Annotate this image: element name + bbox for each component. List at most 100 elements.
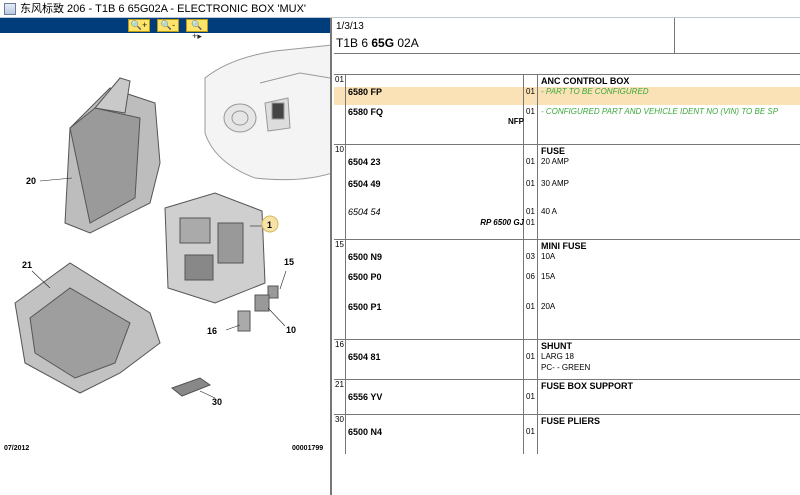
part-number[interactable]: 6504 49 (348, 179, 381, 189)
callout-16[interactable]: 16 (207, 326, 217, 336)
part-number[interactable]: 6500 N4 (348, 427, 383, 437)
parts-header: 1/3/13 T1B 6 65G 02A (334, 18, 800, 54)
part-number[interactable]: 6504 81 (348, 352, 381, 362)
part-number[interactable]: 6580 FQ (348, 107, 384, 117)
parts-diagram[interactable]: 20 1 21 15 16 10 30 07/2012 00001799 (0, 33, 330, 495)
shunt-16 (237, 310, 251, 332)
catalog-ref: T1B 6 65G 02A (336, 36, 419, 50)
part-number[interactable]: 6580 FP (348, 87, 383, 97)
col-qty (525, 75, 538, 144)
part-number[interactable]: 6500 N9 (348, 252, 383, 262)
part-quantity: 01 (526, 352, 535, 361)
title-bar: 东风标致 206 - T1B 6 65G02A - ELECTRONIC BOX… (0, 0, 800, 18)
group-title: MINI FUSE (541, 241, 587, 251)
diagram-toolbar: 🔍+ 🔍- 🔍+▸ (0, 18, 330, 41)
col-part (347, 75, 524, 144)
part-description: 30 AMP (541, 179, 570, 188)
col-qty (525, 145, 538, 239)
col-qty (525, 340, 538, 379)
part-number[interactable]: 6500 P0 (348, 272, 382, 282)
part-description: 20A (541, 302, 556, 311)
callout-15[interactable]: 15 (284, 257, 294, 267)
part-description: LARG 18 (541, 352, 574, 361)
callout-21[interactable]: 21 (22, 260, 32, 270)
group-title: ANC CONTROL BOX (541, 76, 630, 86)
zoom-out-button[interactable]: 🔍- (157, 19, 179, 32)
fuse-bracket-20 (64, 77, 161, 234)
part-description: - PART TO BE CONFIGURED (541, 87, 649, 96)
part-description: 40 A (541, 207, 558, 216)
header-separator (674, 18, 675, 54)
part-quantity: 01 (526, 427, 535, 436)
part-group-10: 10 FUSE 6504 23 01 20 AMP 6504 49 01 30 AMP 6504… (334, 144, 800, 239)
group-title: FUSE BOX SUPPORT (541, 381, 634, 391)
callout-10[interactable]: 10 (286, 325, 296, 335)
col-qty (525, 380, 538, 414)
app-icon (4, 3, 16, 15)
col-part (347, 240, 524, 339)
part-quantity: 01 (526, 392, 535, 401)
substitute-ref: NFP (508, 117, 524, 126)
col-desc (539, 145, 800, 239)
part-group-15: 15 MINI FUSE 6500 N9 03 10A 6500 P0 06 15A 6500 … (334, 239, 800, 339)
zoom-in-button[interactable]: 🔍+ (128, 19, 150, 32)
fuse-10 (254, 294, 270, 312)
group-number: 30 (334, 415, 346, 454)
part-number[interactable]: 6504 23 (348, 157, 381, 167)
col-desc (539, 240, 800, 339)
part-quantity: 01 (526, 87, 535, 96)
part-quantity: 01 (526, 179, 535, 188)
col-qty (525, 240, 538, 339)
group-number: 01 (334, 75, 346, 144)
diagram-ref: 00001799 (292, 445, 324, 452)
part-number[interactable]: 6556 YV (348, 392, 383, 402)
group-title: FUSE PLIERS (541, 416, 601, 426)
part-group-16: 16 SHUNT 6504 81 01 LARG 18 PC- - GREEN (334, 339, 800, 379)
group-number: 10 (334, 145, 346, 239)
part-number[interactable]: 6500 P1 (348, 302, 382, 312)
col-part (347, 380, 524, 414)
part-description: 15A (541, 272, 556, 281)
part-quantity: 01 (526, 107, 535, 116)
part-quantity: 01 (526, 207, 535, 216)
group-title: SHUNT (541, 341, 572, 351)
parts-list-pane: 1/3/13 T1B 6 65G 02A 01 ANC CONTROL BOX 65… (334, 18, 800, 495)
zoom-fit-button[interactable]: 🔍+▸ (186, 19, 208, 41)
fuse-pliers-30 (170, 377, 212, 397)
callout-1[interactable]: 1 (267, 220, 272, 230)
part-number[interactable]: 6504 54 (348, 207, 381, 217)
control-box-1 (164, 192, 266, 304)
page-number: 1/3/13 (336, 21, 364, 32)
selected-row-highlight (334, 87, 800, 105)
group-number: 15 (334, 240, 346, 339)
part-quantity: 01 (526, 302, 535, 311)
group-number: 16 (334, 340, 346, 379)
part-description: - CONFIGURED PART AND VEHICLE IDENT NO (… (541, 107, 779, 116)
diagram-pane: 🔍+ 🔍- 🔍+▸ (0, 18, 332, 495)
part-description: 20 AMP (541, 157, 570, 166)
part-group-21: 21 FUSE BOX SUPPORT 6556 YV 01 (334, 379, 800, 414)
group-title: FUSE (541, 146, 566, 156)
part-description-2: PC- - GREEN (541, 363, 591, 372)
part-quantity: 03 (526, 252, 535, 261)
part-group-30: 30 FUSE PLIERS 6500 N4 01 (334, 414, 800, 454)
callout-30[interactable]: 30 (212, 397, 222, 407)
diagram-date: 07/2012 (4, 445, 30, 452)
part-description: 10A (541, 252, 556, 261)
col-qty (525, 415, 538, 454)
fuse-box-support-21 (14, 262, 161, 394)
col-part (347, 415, 524, 454)
callout-20[interactable]: 20 (26, 176, 36, 186)
substitute-qty: 01 (526, 218, 535, 227)
part-quantity: 06 (526, 272, 535, 281)
exploded-view: 20 1 21 15 16 10 30 (14, 44, 330, 407)
mini-fuse-15 (267, 285, 279, 299)
col-part (347, 340, 524, 379)
window-title: 东风标致 206 - T1B 6 65G02A - ELECTRONIC BOX… (20, 3, 307, 15)
part-quantity: 01 (526, 157, 535, 166)
callout-highlight (261, 215, 279, 233)
group-number: 21 (334, 380, 346, 414)
col-part (347, 145, 524, 239)
col-desc (539, 340, 800, 379)
